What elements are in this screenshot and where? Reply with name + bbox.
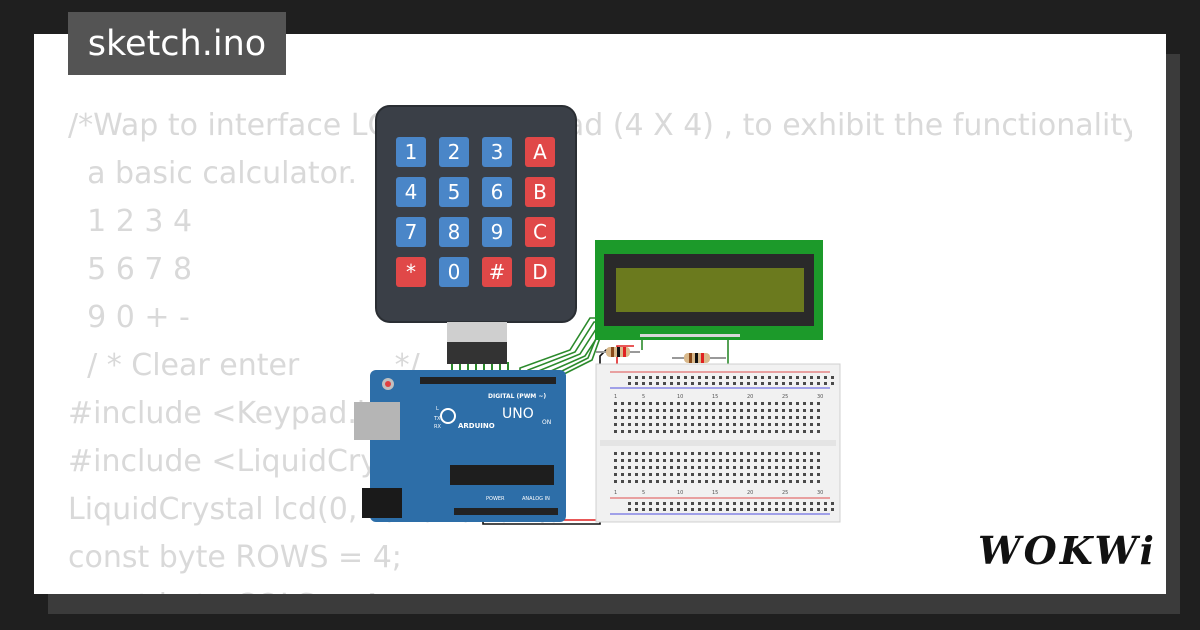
- keypad-key-label: 7: [405, 220, 418, 244]
- keypad-key[interactable]: 1: [396, 137, 426, 167]
- keypad-key[interactable]: 9: [482, 217, 512, 247]
- keypad-key[interactable]: 8: [439, 217, 469, 247]
- lcd-display: [595, 240, 823, 340]
- digital-label: DIGITAL (PWM ~): [488, 393, 546, 400]
- breadboard-column-number: 5: [642, 394, 645, 400]
- breadboard-column-number: 30: [817, 490, 823, 496]
- breadboard-column-number: 25: [782, 490, 788, 496]
- keypad-key-label: *: [406, 260, 416, 284]
- wokwi-logo: WOKWi: [978, 528, 1157, 573]
- breadboard-column-number: 25: [782, 394, 788, 400]
- breadboard-column-number: 1: [614, 490, 617, 496]
- on-label: ON: [542, 419, 551, 426]
- filename-label: sketch.ino: [87, 23, 267, 64]
- keypad-key-label: 6: [491, 180, 504, 204]
- filename-tab[interactable]: sketch.ino: [68, 12, 286, 75]
- keypad-key-label: 8: [448, 220, 461, 244]
- breadboard-column-number: 10: [677, 490, 683, 496]
- keypad-key-label: 3: [491, 140, 504, 164]
- keypad-key[interactable]: 7: [396, 217, 426, 247]
- keypad-key[interactable]: C: [525, 217, 555, 247]
- keypad-key[interactable]: 2: [439, 137, 469, 167]
- keypad-key-label: 2: [448, 140, 461, 164]
- resistor-2: [672, 353, 726, 363]
- keypad-key[interactable]: *: [396, 257, 426, 287]
- keypad-key[interactable]: 3: [482, 137, 512, 167]
- breadboard-column-number: 5: [642, 490, 645, 496]
- power-label: POWER: [486, 496, 505, 502]
- code-line: a basic calculator.: [68, 156, 358, 191]
- code-line: const byte COLS = 4;: [68, 582, 1132, 594]
- keypad-key-label: A: [533, 140, 547, 164]
- breadboard-column-number: 20: [747, 394, 753, 400]
- breadboard-column-number: 20: [747, 490, 753, 496]
- keypad-key[interactable]: A: [525, 137, 555, 167]
- keypad-key[interactable]: 0: [439, 257, 469, 287]
- keypad: 1 2 3 A 4 5 6 B 7 8 9 C * 0 # D: [375, 105, 577, 364]
- led-label-rx: RX: [434, 424, 441, 430]
- breadboard-column-number: 1: [614, 394, 617, 400]
- usb-port: [354, 402, 400, 440]
- analog-header: [454, 508, 558, 515]
- analog-label: ANALOG IN: [522, 496, 550, 502]
- keypad-key-label: 0: [448, 260, 461, 284]
- keypad-key-label: #: [489, 260, 506, 284]
- keypad-key-label: 4: [405, 180, 418, 204]
- keypad-key-label: 9: [491, 220, 504, 244]
- keypad-key-label: 1: [405, 140, 418, 164]
- keypad-key[interactable]: 4: [396, 177, 426, 207]
- arduino-logo-icon: [440, 408, 456, 424]
- keypad-key[interactable]: #: [482, 257, 512, 287]
- resistor-1: [596, 347, 640, 357]
- code-line: const byte ROWS = 4;: [68, 540, 402, 575]
- arduino-board: DIGITAL (PWM ~) UNO ARDUINO ON POWER ANA…: [354, 370, 566, 522]
- lcd-pins: [640, 334, 740, 337]
- keypad-ribbon: [447, 322, 507, 364]
- keypad-key-label: 5: [448, 180, 461, 204]
- keypad-key[interactable]: D: [525, 257, 555, 287]
- led-label-tx: TX: [433, 416, 441, 422]
- keypad-key-label: D: [532, 260, 547, 284]
- brand-label: ARDUINO: [458, 422, 495, 430]
- breadboard-column-number: 30: [817, 394, 823, 400]
- keypad-key[interactable]: 6: [482, 177, 512, 207]
- keypad-key-label: B: [533, 180, 547, 204]
- model-label: UNO: [502, 406, 534, 422]
- code-line: / * Clear enter */: [68, 348, 420, 383]
- power-jack: [362, 488, 402, 518]
- keypad-key[interactable]: 5: [439, 177, 469, 207]
- led-label-l: L: [436, 406, 439, 412]
- atmega-chip: [450, 465, 554, 485]
- code-line: 1 2 3 4: [68, 204, 193, 239]
- breadboard-column-number: 15: [712, 394, 718, 400]
- keypad-key[interactable]: B: [525, 177, 555, 207]
- digital-header: [420, 377, 556, 384]
- breadboard-column-number: 15: [712, 490, 718, 496]
- breadboard-column-number: 10: [677, 394, 683, 400]
- code-line: 5 6 7 8: [68, 252, 193, 287]
- keypad-key-label: C: [533, 220, 547, 244]
- code-line: 9 0 + -: [68, 300, 190, 335]
